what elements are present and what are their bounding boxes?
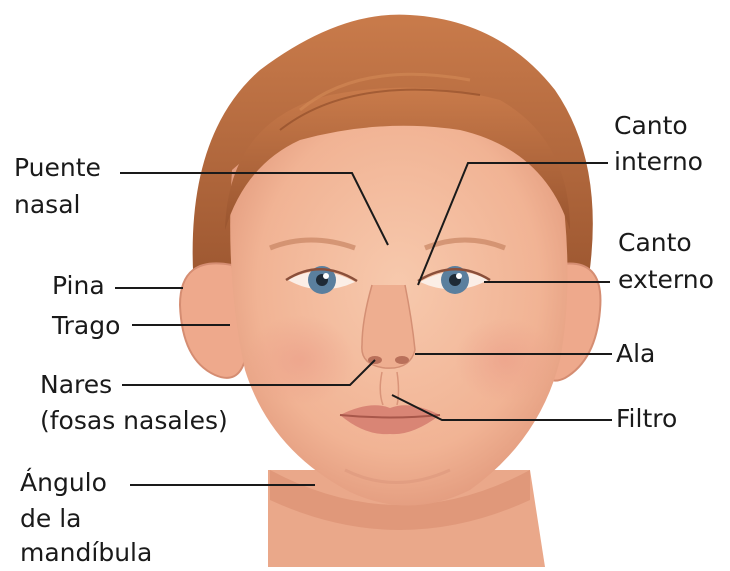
label-ala: Ala [616, 336, 655, 372]
label-puente-nasal-line1: Puente [14, 150, 101, 186]
label-puente-nasal-line2: nasal [14, 187, 80, 223]
label-trago: Trago [52, 308, 120, 344]
label-filtro: Filtro [616, 401, 677, 437]
label-pina: Pina [52, 268, 105, 304]
nose [362, 285, 415, 368]
label-nares-line1: Nares [40, 367, 112, 403]
label-angulo-line2: de la [20, 501, 81, 537]
label-angulo-line3: mandíbula [20, 535, 152, 571]
label-angulo-line1: Ángulo [20, 465, 107, 501]
label-canto-interno-line1: Canto [614, 108, 688, 144]
label-canto-externo-line2: externo [618, 262, 714, 298]
label-canto-interno-line2: interno [614, 144, 703, 180]
label-nares-line2: (fosas nasales) [40, 403, 228, 439]
label-canto-externo-line1: Canto [618, 225, 692, 261]
